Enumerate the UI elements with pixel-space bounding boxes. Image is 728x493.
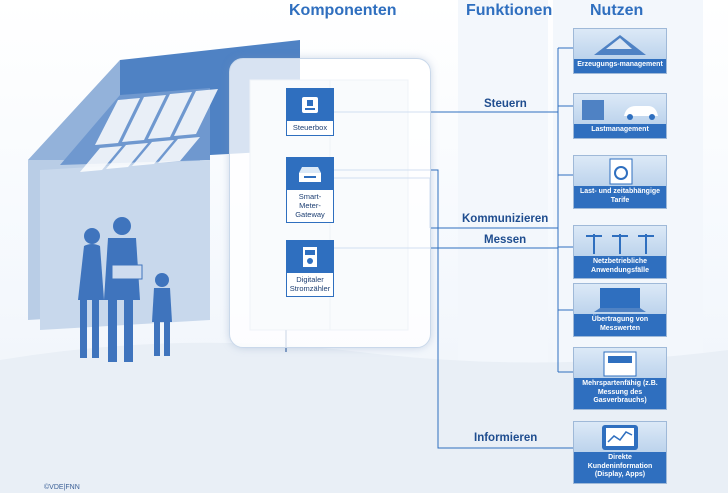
benefit-tarife: Last- und zeitabhängige Tarife <box>573 155 667 209</box>
benefit-kundeninformation: Direkte Kundeninformation (Display, Apps… <box>573 421 667 484</box>
benefit-label: Lastmanagement <box>574 124 666 138</box>
laptop-icon <box>574 284 666 314</box>
benefit-label: Erzeugungs-management <box>574 59 666 73</box>
component-smart-meter-gateway: Smart-Meter-Gateway <box>286 157 334 223</box>
copyright-note: ©VDE|FNN <box>44 484 80 491</box>
function-steuern: Steuern <box>484 98 527 110</box>
header-nutzen: Nutzen <box>590 2 644 19</box>
benefit-lastmanagement: Lastmanagement <box>573 93 667 139</box>
benefit-uebertragung: Übertragung von Messwerten <box>573 283 667 337</box>
solar-house-icon <box>574 29 666 59</box>
header-komponenten: Komponenten <box>289 2 397 19</box>
meter-icon <box>287 241 333 273</box>
header-funktionen: Funktionen <box>466 2 553 19</box>
gateway-icon <box>287 158 333 190</box>
solar-panels <box>80 89 218 172</box>
benefit-label: Direkte Kundeninformation (Display, Apps… <box>574 452 666 483</box>
appliances-car-icon <box>574 94 666 124</box>
benefit-label: Übertragung von Messwerten <box>574 314 666 336</box>
family-illustration <box>78 217 172 362</box>
washing-machine-icon <box>574 156 666 186</box>
component-digitaler-stromzaehler: Digitaler Stromzähler <box>286 240 334 297</box>
benefit-label: Mehrspartenfähig (z.B. Messung des Gasve… <box>574 378 666 409</box>
benefit-mehrsparten: Mehrspartenfähig (z.B. Messung des Gasve… <box>573 347 667 410</box>
control-box-icon <box>287 89 333 121</box>
benefit-netzbetrieb: Netzbetriebliche Anwendungsfälle <box>573 225 667 279</box>
gas-meter-icon <box>574 348 666 378</box>
benefit-erzeugungsmanagement: Erzeugungs-management <box>573 28 667 74</box>
component-label: Digitaler Stromzähler <box>289 275 331 293</box>
benefit-label: Last- und zeitabhängige Tarife <box>574 186 666 208</box>
benefit-label: Netzbetriebliche Anwendungsfälle <box>574 256 666 278</box>
ground <box>0 342 728 493</box>
component-steuerbox: Steuerbox <box>286 88 334 136</box>
function-messen: Messen <box>484 234 527 246</box>
function-kommunizieren: Kommunizieren <box>462 213 549 225</box>
power-grid-icon <box>574 226 666 256</box>
function-informieren: Informieren <box>474 432 538 444</box>
component-label: Smart-Meter-Gateway <box>295 192 325 219</box>
tablet-icon <box>574 422 666 452</box>
component-label: Steuerbox <box>292 123 328 132</box>
